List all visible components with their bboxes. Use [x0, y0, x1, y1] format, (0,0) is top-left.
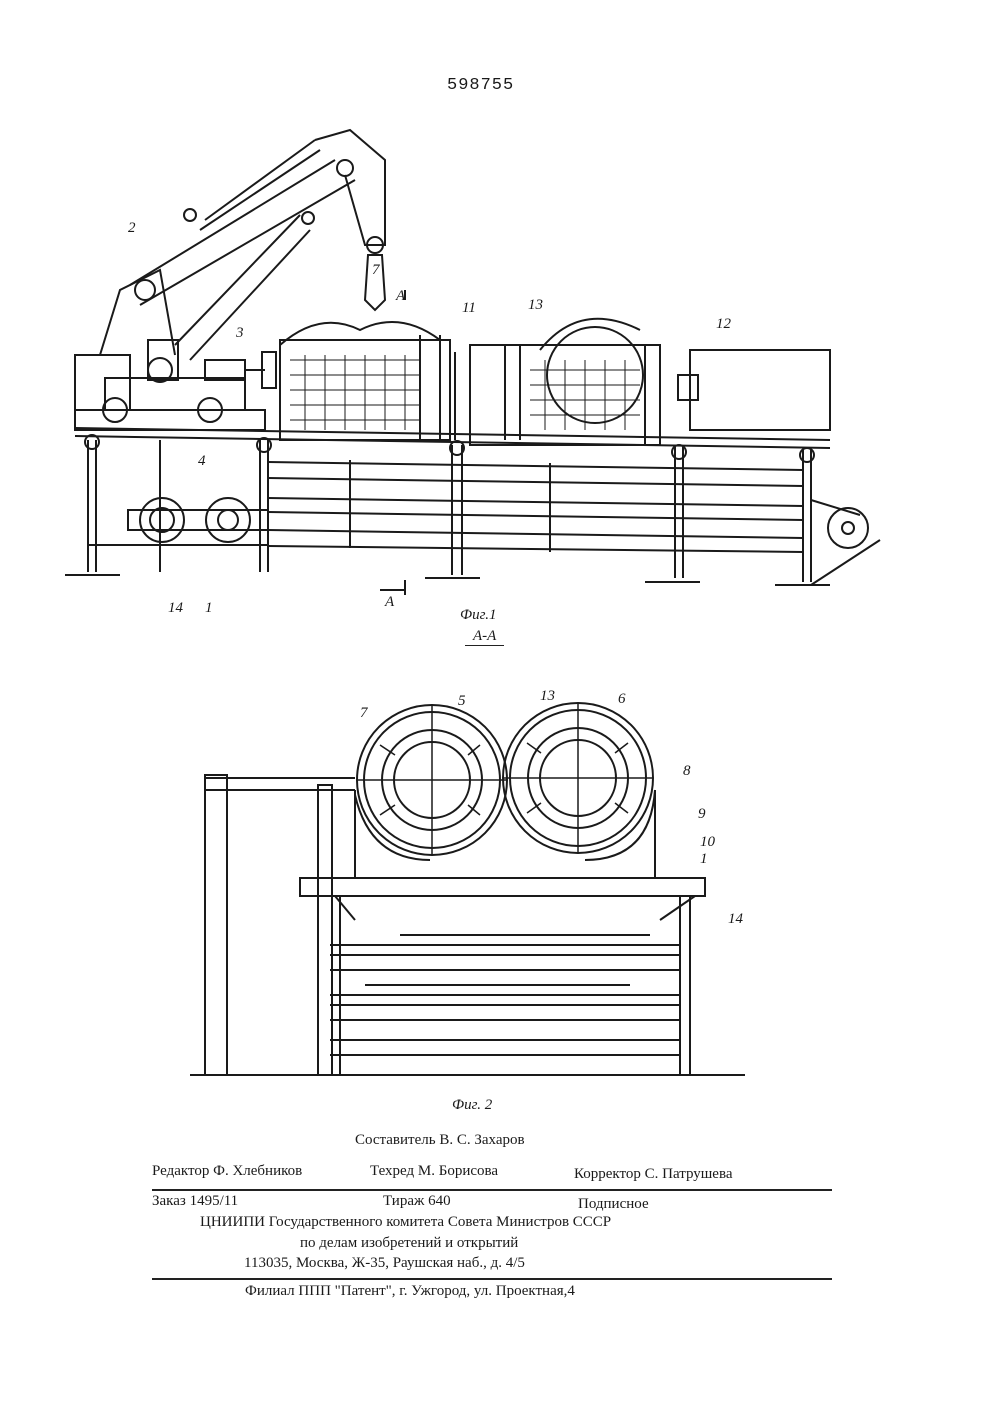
figure-1-drawing: 2 3 4 7 11 13 12 14 1 A A — [0, 0, 1000, 660]
fig2-label-7: 7 — [360, 705, 369, 721]
fig2-label-10: 10 — [700, 834, 716, 850]
fig2-label-8: 8 — [683, 763, 691, 779]
fig1-section-mark-bottom: A — [384, 594, 395, 610]
figure-2-drawing: 7 5 13 6 8 9 10 1 14 — [0, 660, 1000, 1100]
divider-2 — [152, 1278, 832, 1280]
section-label: A-A — [465, 628, 504, 646]
editor-line: Редактор Ф. Хлебников — [152, 1163, 302, 1180]
fig1-section-mark-top: A — [395, 288, 406, 304]
fig1-label-14: 14 — [168, 600, 184, 616]
fig1-label-1: 1 — [205, 600, 213, 616]
fig1-label-12: 12 — [716, 316, 732, 332]
fig2-label-5: 5 — [458, 693, 466, 709]
fig2-label-13: 13 — [540, 688, 555, 704]
address-line: 113035, Москва, Ж-35, Раушская наб., д. … — [244, 1255, 525, 1272]
fig1-label-7: 7 — [372, 262, 381, 278]
divider-1 — [152, 1189, 832, 1191]
figure-2-caption: Фиг. 2 — [452, 1097, 492, 1114]
compiler-line: Составитель В. С. Захаров — [355, 1132, 525, 1149]
org-line-1: ЦНИИПИ Государственного комитета Совета … — [200, 1214, 611, 1231]
techred-line: Техред М. Борисова — [370, 1163, 498, 1180]
fig1-label-3: 3 — [235, 325, 244, 341]
order-line: Заказ 1495/11 — [152, 1193, 238, 1210]
fig2-label-14: 14 — [728, 911, 744, 927]
fig1-label-13: 13 — [528, 297, 543, 313]
org-line-2: по делам изобретений и открытий — [300, 1235, 518, 1252]
fig2-label-9: 9 — [698, 806, 706, 822]
fig2-label-6: 6 — [618, 691, 626, 707]
branch-line: Филиал ППП "Патент", г. Ужгород, ул. Про… — [245, 1283, 575, 1300]
fig1-label-11: 11 — [462, 300, 476, 316]
corrector-line: Корректор С. Патрушева — [574, 1166, 733, 1183]
fig2-label-1: 1 — [700, 851, 708, 867]
fig1-label-2: 2 — [128, 220, 136, 236]
circulation-line: Тираж 640 — [383, 1193, 451, 1210]
figure-1-caption: Фиг.1 — [460, 607, 496, 624]
subscription-line: Подписное — [578, 1196, 649, 1213]
fig1-label-4: 4 — [198, 453, 206, 469]
